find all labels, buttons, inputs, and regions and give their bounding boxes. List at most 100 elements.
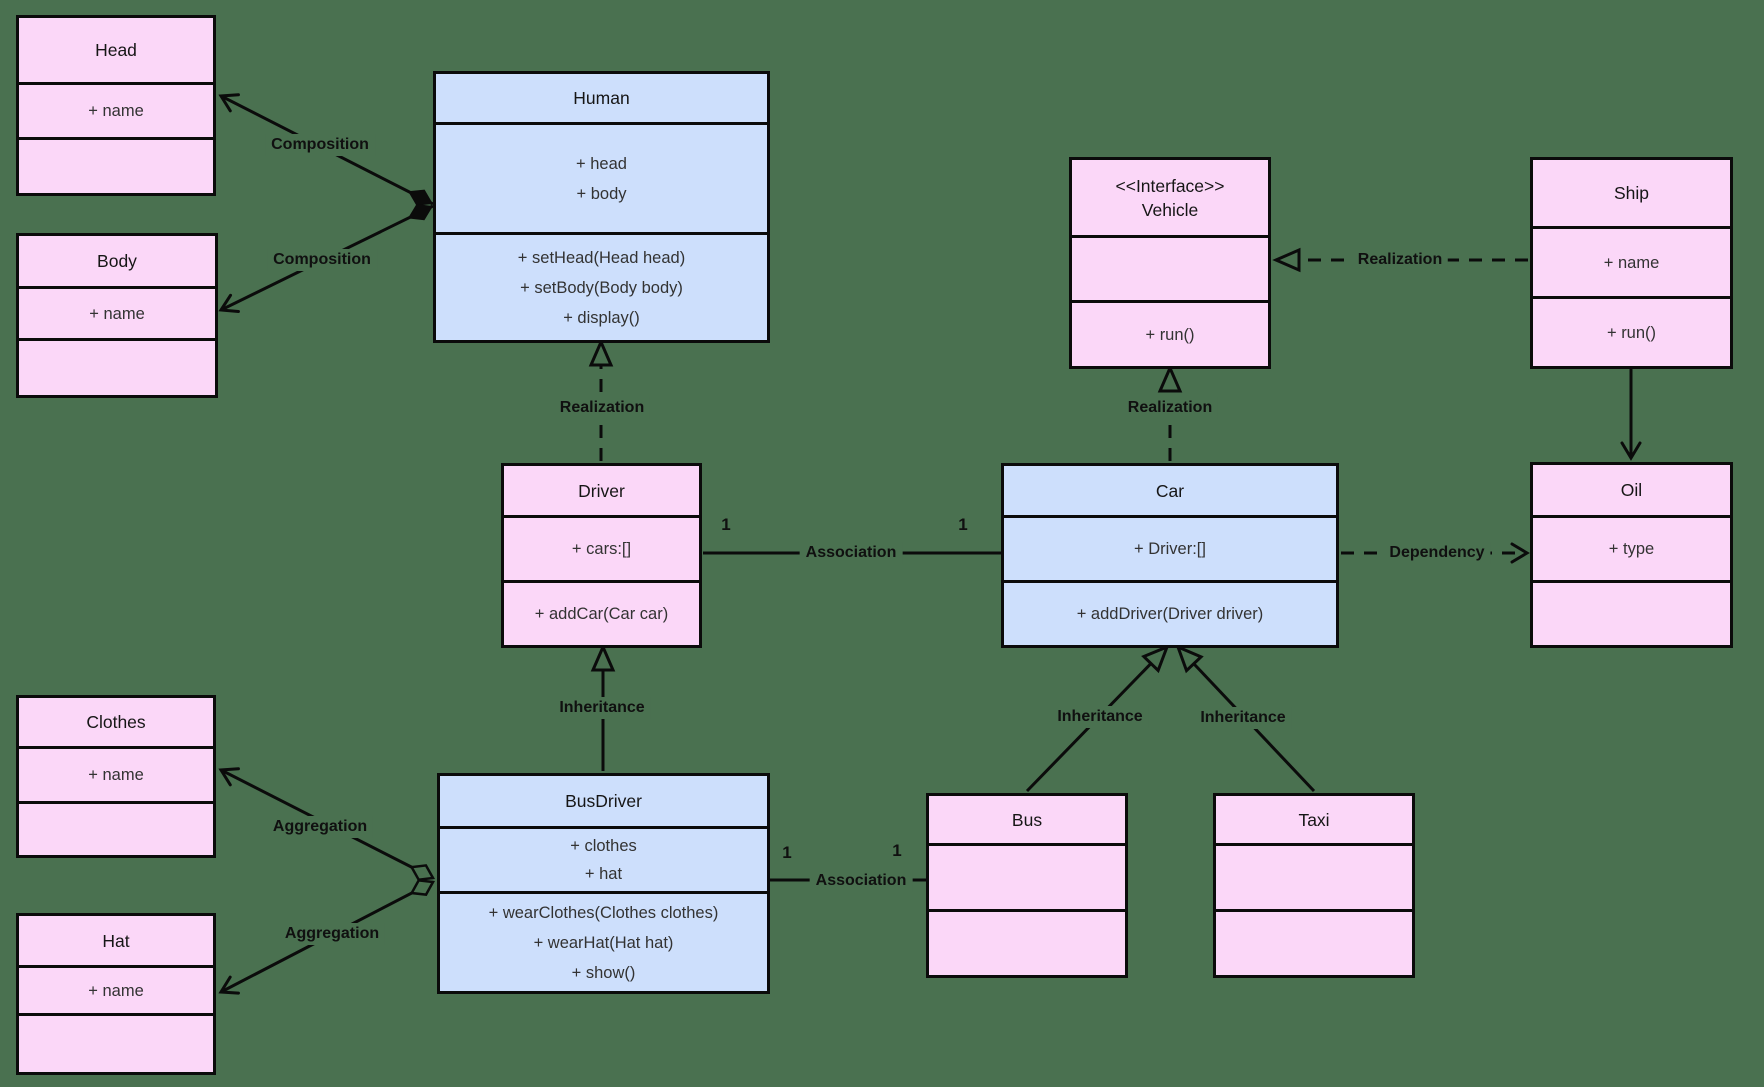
edge-label-realization-driver-human: Realization: [553, 397, 651, 419]
class-human[interactable]: Human + head + body + setHead(Head head)…: [433, 71, 770, 343]
class-vehicle-title-compartment: <<Interface>> Vehicle: [1072, 160, 1268, 235]
edge-label-aggregation-hat: Aggregation: [278, 923, 386, 945]
method-line: + wearClothes(Clothes clothes): [488, 903, 719, 922]
class-ship-title-compartment: Ship: [1533, 160, 1730, 226]
method-line: + addCar(Car car): [534, 605, 669, 623]
multiplicity-car-side: 1: [958, 515, 968, 534]
class-bus-title-compartment: Bus: [929, 796, 1125, 843]
edge-label-composition-head: Composition: [265, 134, 375, 156]
class-busdriver[interactable]: BusDriver + clothes + hat + wearClothes(…: [437, 773, 770, 994]
class-busdriver-attributes: + clothes + hat: [440, 826, 767, 891]
class-clothes-methods-empty: [19, 801, 213, 855]
class-driver-methods: + addCar(Car car): [504, 580, 699, 645]
attribute-line: + name: [88, 102, 144, 120]
edge-label-association-driver-car: Association: [799, 542, 903, 564]
class-busdriver-title-compartment: BusDriver: [440, 776, 767, 826]
class-clothes-title: Clothes: [86, 712, 146, 732]
class-human-title-compartment: Human: [436, 74, 767, 122]
class-oil[interactable]: Oil + type: [1530, 462, 1733, 648]
multiplicity-bus-side: 1: [892, 841, 902, 860]
edge-label-dependency-car-oil: Dependency: [1383, 542, 1491, 564]
class-clothes[interactable]: Clothes + name: [16, 695, 216, 858]
class-car-attributes: + Driver:[]: [1004, 515, 1336, 580]
class-car-title-compartment: Car: [1004, 466, 1336, 515]
class-vehicle-attributes-empty: [1072, 235, 1268, 300]
class-driver-attributes: + cars:[]: [504, 515, 699, 580]
method-line: + wearHat(Hat hat): [533, 933, 674, 952]
class-vehicle-stereotype: <<Interface>>: [1115, 175, 1225, 196]
class-taxi-title: Taxi: [1298, 809, 1330, 830]
class-head-title-compartment: Head: [19, 18, 213, 82]
class-busdriver-methods: + wearClothes(Clothes clothes) + wearHat…: [440, 891, 767, 991]
class-head-attributes: + name: [19, 82, 213, 137]
method-line: + show(): [571, 963, 636, 982]
edge-label-inheritance-taxi-car: Inheritance: [1194, 707, 1292, 729]
attribute-line: + name: [88, 766, 144, 784]
attribute-line: + name: [89, 304, 145, 323]
class-body-attributes: + name: [19, 286, 215, 338]
attribute-line: + Driver:[]: [1134, 540, 1206, 558]
class-oil-title: Oil: [1620, 480, 1643, 500]
class-hat[interactable]: Hat + name: [16, 913, 216, 1075]
class-oil-methods-empty: [1533, 580, 1730, 645]
class-oil-title-compartment: Oil: [1533, 465, 1730, 515]
class-driver[interactable]: Driver + cars:[] + addCar(Car car): [501, 463, 702, 648]
class-hat-attributes: + name: [19, 965, 213, 1013]
attribute-line: + name: [1603, 253, 1660, 272]
attribute-line: + name: [88, 981, 144, 1000]
class-car-title: Car: [1155, 480, 1185, 501]
edge-label-association-busdriver-bus: Association: [809, 870, 913, 892]
class-vehicle-methods: + run(): [1072, 300, 1268, 366]
class-body[interactable]: Body + name: [16, 233, 218, 398]
class-car-methods: + addDriver(Driver driver): [1004, 580, 1336, 645]
class-body-title-compartment: Body: [19, 236, 215, 286]
class-taxi-attributes-empty: [1216, 843, 1412, 909]
edge-label-inheritance-bus-car: Inheritance: [1051, 706, 1149, 728]
attribute-line: + head: [576, 154, 627, 173]
class-clothes-attributes: + name: [19, 746, 213, 801]
class-ship-methods: + run(): [1533, 296, 1730, 366]
class-body-title: Body: [97, 251, 137, 271]
class-hat-title: Hat: [102, 930, 130, 951]
class-bus-attributes-empty: [929, 843, 1125, 909]
attribute-line: + clothes: [570, 837, 637, 855]
edge-label-realization-ship-vehicle: Realization: [1351, 249, 1449, 271]
attribute-line: + type: [1608, 540, 1655, 558]
method-line: + setHead(Head head): [517, 248, 686, 267]
class-vehicle[interactable]: <<Interface>> Vehicle + run(): [1069, 157, 1271, 369]
class-head-title: Head: [95, 40, 137, 60]
multiplicity-driver-side: 1: [721, 515, 731, 534]
method-line: + run(): [1145, 325, 1195, 344]
edge-label-realization-car-vehicle: Realization: [1121, 397, 1219, 419]
class-car[interactable]: Car + Driver:[] + addDriver(Driver drive…: [1001, 463, 1339, 648]
edge-label-inheritance-busdriver-driver: Inheritance: [553, 697, 651, 719]
class-human-methods: + setHead(Head head) + setBody(Body body…: [436, 232, 767, 340]
method-line: + run(): [1606, 323, 1657, 342]
class-taxi[interactable]: Taxi: [1213, 793, 1415, 978]
class-ship-attributes: + name: [1533, 226, 1730, 296]
attribute-line: + hat: [584, 865, 623, 883]
edge-label-aggregation-clothes: Aggregation: [266, 816, 374, 838]
class-vehicle-title: Vehicle: [1141, 199, 1199, 220]
attribute-line: + body: [576, 184, 627, 203]
method-line: + display(): [563, 308, 640, 327]
class-bus[interactable]: Bus: [926, 793, 1128, 978]
class-head[interactable]: Head + name: [16, 15, 216, 196]
class-ship[interactable]: Ship + name + run(): [1530, 157, 1733, 369]
edge-ship-oil: [1458, 364, 1631, 458]
class-taxi-title-compartment: Taxi: [1216, 796, 1412, 843]
class-taxi-methods-empty: [1216, 909, 1412, 975]
class-bus-methods-empty: [929, 909, 1125, 975]
class-head-methods-empty: [19, 137, 213, 193]
method-line: + addDriver(Driver driver): [1076, 605, 1264, 623]
attribute-line: + cars:[]: [571, 540, 632, 558]
class-driver-title: Driver: [578, 480, 625, 501]
class-clothes-title-compartment: Clothes: [19, 698, 213, 746]
class-bus-title: Bus: [1011, 809, 1043, 830]
class-driver-title-compartment: Driver: [504, 466, 699, 515]
multiplicity-busdriver-side: 1: [782, 843, 792, 862]
method-line: + setBody(Body body): [520, 278, 683, 297]
class-oil-attributes: + type: [1533, 515, 1730, 580]
class-body-methods-empty: [19, 338, 215, 395]
